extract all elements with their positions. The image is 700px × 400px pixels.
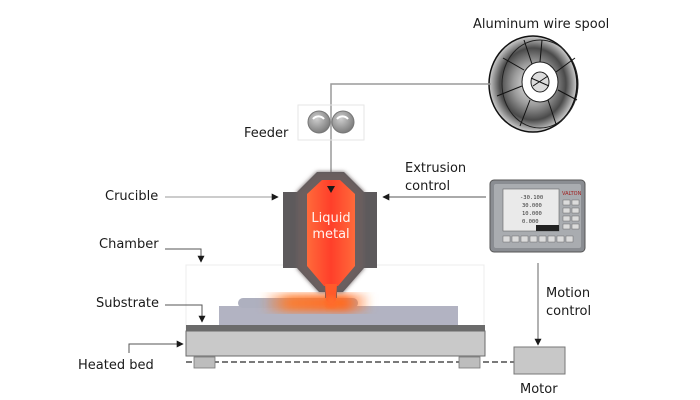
substrate-label: Substrate [96, 296, 159, 311]
controller-panel: VALTON -30.100 30.000 10.000 0.000 [489, 179, 586, 253]
bed-carriage-left [193, 356, 216, 369]
heated-bed-label: Heated bed [78, 358, 154, 373]
heated-bed [185, 330, 486, 357]
motion-control-label-1: Motion [546, 286, 590, 301]
controller-readout-1: -30.100 [520, 195, 543, 201]
heated-bed-arrow [128, 340, 184, 353]
feeder-rollers-icon [297, 104, 365, 141]
controller-readout-2: 30.000 [522, 203, 542, 209]
liquid-metal-label-2: metal [312, 227, 349, 242]
spool-label: Aluminum wire spool [473, 17, 609, 32]
chamber-arrow [165, 248, 205, 263]
motor [513, 346, 566, 375]
feeder-label: Feeder [244, 126, 289, 141]
bed-carriage-right [458, 356, 481, 369]
extrusion-control-label-1: Extrusion [405, 161, 466, 176]
molten-deposit [262, 294, 372, 312]
controller-brand: VALTON [562, 191, 582, 197]
chamber-label: Chamber [99, 237, 159, 252]
controller-readout-4: 0.000 [522, 219, 539, 225]
liquid-metal [307, 180, 355, 286]
extrusion-control-label-2: control [405, 179, 450, 194]
wire-feed-arrowhead [327, 186, 335, 193]
controller-readout-3: 10.000 [522, 211, 542, 217]
crucible [283, 172, 377, 308]
substrate-plate [186, 325, 485, 331]
crucible-label: Crucible [105, 189, 158, 204]
substrate-arrow [165, 304, 206, 323]
wire-spool-icon [488, 35, 579, 133]
motor-label: Motor [520, 382, 558, 397]
motion-control-label-2: control [546, 304, 591, 319]
liquid-metal-label-1: Liquid [311, 211, 350, 226]
